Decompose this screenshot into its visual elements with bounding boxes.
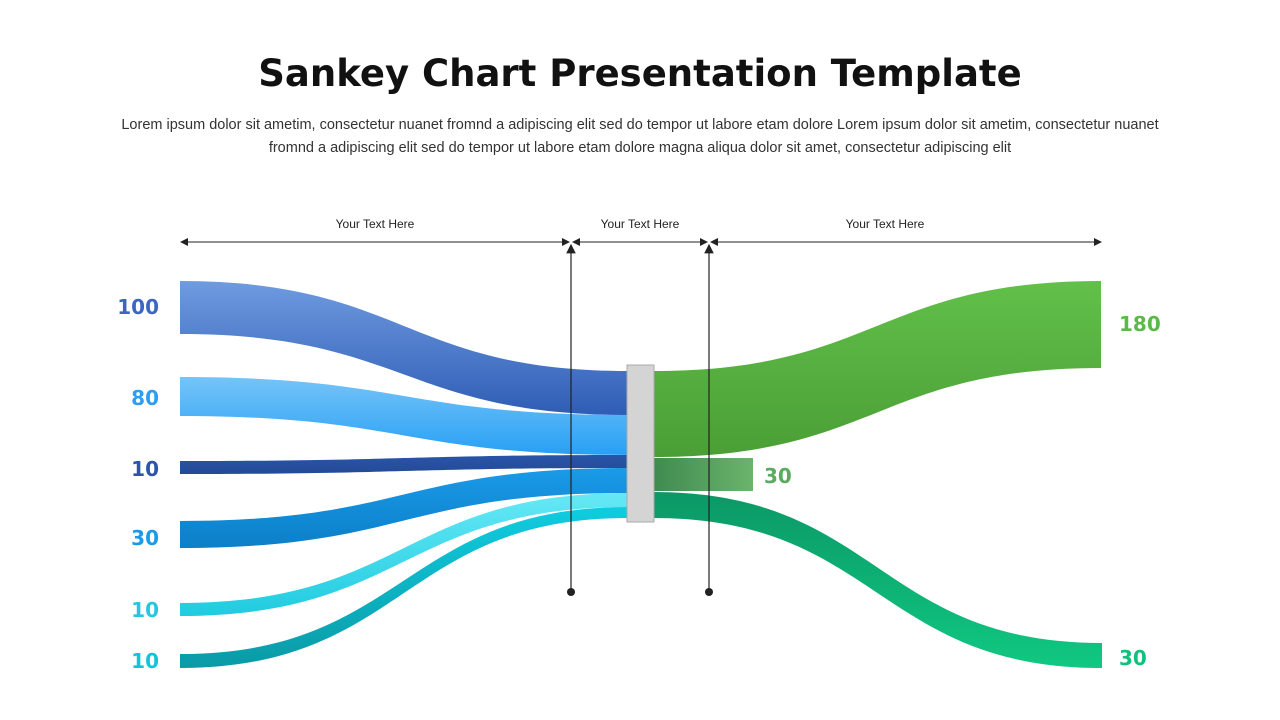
source-flow-1: [180, 377, 628, 455]
center-node: [626, 364, 655, 523]
source-value-label: 10: [131, 598, 159, 622]
target-flow-0: [653, 281, 1101, 457]
target-flow-1: [653, 458, 753, 491]
divider-dot-2: [705, 588, 713, 596]
source-value-label: 100: [117, 295, 159, 319]
source-value-label: 80: [131, 386, 159, 410]
source-flow-0: [180, 281, 628, 415]
source-flow-5: [180, 507, 628, 668]
page-subtitle: Lorem ipsum dolor sit ametim, consectetu…: [121, 117, 1159, 156]
dimension-lines: Your Text Here Your Text Here Your Text …: [180, 217, 1102, 246]
segment-label-2: Your Text Here: [601, 217, 680, 231]
target-value-label: 180: [1119, 312, 1161, 336]
source-flow-2: [180, 455, 628, 474]
source-value-label: 10: [131, 457, 159, 481]
target-value-label: 30: [1119, 646, 1147, 670]
source-value-label: 30: [131, 526, 159, 550]
source-flow-3: [180, 468, 628, 548]
source-value-label: 10: [131, 649, 159, 673]
target-value-label: 30: [764, 464, 792, 488]
divider-dot-1: [567, 588, 575, 596]
source-flow-4: [180, 493, 628, 616]
segment-label-1: Your Text Here: [336, 217, 415, 231]
segment-label-3: Your Text Here: [846, 217, 925, 231]
target-flow-2: [653, 492, 1102, 668]
page-title: Sankey Chart Presentation Template: [258, 52, 1022, 95]
